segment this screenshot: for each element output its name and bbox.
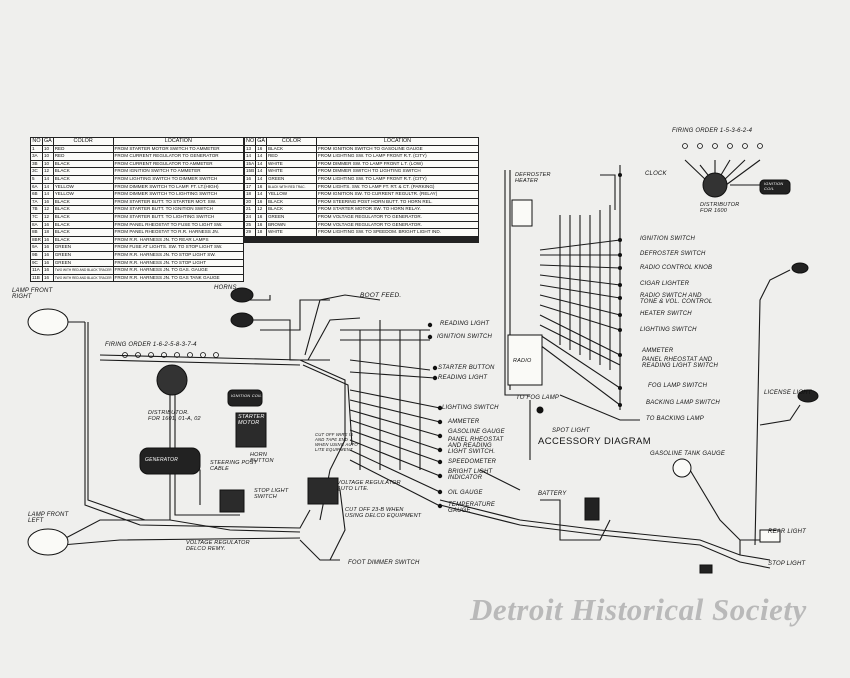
clock-label: CLOCK — [645, 171, 667, 177]
lighting-switch-label: LIGHTING SWITCH — [442, 405, 499, 411]
voltage-regulator-delco-label: VOLTAGE REGULATOR DELCO REMY. — [186, 540, 250, 552]
panel-rheostat-label: PANEL RHEOSTAT AND READING LIGHT SWITCH. — [448, 437, 504, 455]
heater-switch-label: HEATER SWITCH — [640, 311, 692, 317]
temperature-gauge-label: TEMPERATURE GAUGE — [448, 502, 496, 514]
voltage-regulator-icon — [307, 477, 339, 505]
oil-gauge-label: OIL GAUGE — [448, 490, 483, 496]
starter-motor-label: STARTER MOTOR — [238, 414, 265, 426]
accessory-diagram-title: ACCESSORY DIAGRAM — [538, 436, 652, 447]
firing-order-1600-label: FIRING ORDER 1-5-3-6-2-4 — [672, 128, 753, 134]
left-harness-wire — [84, 322, 311, 529]
table-cell — [315, 240, 480, 243]
ignition-coil-1600-icon — [759, 179, 791, 195]
starter-motor-icon — [235, 412, 267, 448]
lamp-front-left-icon — [27, 528, 69, 556]
radio-icon — [507, 334, 543, 386]
reading-light-label: READING LIGHT — [440, 321, 490, 327]
license-light-top-icon — [791, 262, 809, 274]
radio-control-knob-label: RADIO CONTROL KNOB — [640, 265, 713, 271]
cut-off-wire-note: CUT OFF WIRE IS AND TAPE END WHEN USING … — [315, 432, 358, 452]
watermark: Detroit Historical Society — [470, 592, 807, 627]
lamp-front-right-icon — [27, 308, 69, 336]
table-cell — [243, 240, 257, 243]
gasoline-tank-gauge-label: GASOLINE TANK GAUGE — [650, 451, 726, 457]
defroster-heater-label: DEFROSTER HEATER — [515, 172, 551, 184]
fog-lamp-switch-label: FOG LAMP SWITCH — [648, 383, 708, 389]
rear-light-label: REAR LIGHT — [768, 529, 807, 535]
reading-light-2-label: READING LIGHT — [438, 375, 488, 381]
foot-dimmer-switch-label: FOOT DIMMER SWITCH — [348, 560, 420, 566]
horn-button-label: HORN BUTTON — [250, 452, 274, 464]
gasoline-tank-gauge-icon — [672, 458, 692, 478]
cigar-lighter-label: CIGAR LIGHTER — [640, 281, 690, 287]
lamp-front-right-label: LAMP FRONT RIGHT — [12, 288, 53, 300]
lamp-front-left-label: LAMP FRONT LEFT — [28, 512, 69, 524]
generator-label: GENERATOR — [145, 457, 179, 463]
rear-harness-wire — [439, 499, 771, 561]
radio-switch-label: RADIO SWITCH AND TONE & VOL. CONTROL — [640, 293, 713, 305]
voltage-regulator-auto-label: VOLTAGE REGULATOR AUTO LITE. — [337, 480, 401, 492]
stop-light-switch-label: STOP LIGHT SWITCH — [254, 488, 289, 500]
stop-light-switch-icon — [219, 489, 245, 513]
battery-label: BATTERY — [538, 491, 567, 497]
panel-rheostat-reading-label: PANEL RHEOSTAT AND READING LIGHT SWITCH — [642, 357, 719, 369]
distributor-icon — [156, 364, 188, 396]
horn-icon — [230, 287, 254, 303]
rear-light-icon — [759, 529, 781, 543]
gasoline-gauge-label: GASOLINE GAUGE — [448, 429, 505, 435]
spot-light-icon — [536, 406, 544, 414]
table-row — [243, 240, 480, 243]
horns-label: HORNS — [214, 285, 237, 291]
ignition-coil-label: IGNITION COIL — [231, 393, 262, 398]
backing-lamp-switch-label: BACKING LAMP SWITCH — [646, 400, 720, 406]
ignition-coil-1600-label: IGNITION COIL — [764, 181, 784, 191]
ammeter-label: AMMETER — [448, 419, 480, 425]
acc-ammeter-label: AMMETER — [642, 348, 674, 354]
table-cell: FROM R.R. HARNESS JN. TO GAS TANK GAUGE — [112, 273, 245, 283]
lower-left-wire — [61, 519, 301, 541]
distributor-main-label: DISTRIBUTOR. FOR 1601, 01-A, 02 — [148, 410, 201, 422]
ignition-coil-icon — [227, 389, 263, 407]
stop-light-icon — [699, 564, 713, 574]
radio-label: RADIO — [513, 358, 532, 364]
acc-ignition-switch-label: IGNITION SWITCH — [640, 236, 695, 242]
generator-icon — [139, 447, 201, 475]
table-cell: 11B — [30, 273, 43, 283]
cut-off-23b-note: CUT OFF 23-B WHEN USING DELCO EQUIPMENT — [345, 507, 422, 519]
to-fog-lamp-label: TO FOG LAMP — [516, 395, 560, 401]
defroster-switch-label: DEFROSTER SWITCH — [640, 251, 706, 257]
spot-light-label: SPOT LIGHT — [552, 428, 590, 434]
defroster-heater-icon — [511, 199, 533, 227]
battery-icon — [584, 497, 600, 521]
horn-icon — [230, 312, 254, 328]
distributor-1600-icon — [702, 172, 728, 198]
acc-lighting-switch-label: LIGHTING SWITCH — [640, 327, 697, 333]
bright-light-indicator-label: BRIGHT LIGHT INDICATOR — [448, 469, 493, 481]
speedometer-label: SPEEDOMETER — [448, 459, 497, 465]
starter-button-label: STARTER BUTTON — [438, 365, 495, 371]
firing-order-main-label: FIRING ORDER 1-6-2-5-8-3-7-4 — [105, 342, 197, 348]
ignition-switch-label: IGNITION SWITCH — [437, 334, 492, 340]
stop-light-label: STOP LIGHT — [768, 561, 806, 567]
license-light-icon — [797, 389, 819, 403]
distributor-1600-label: DISTRIBUTOR FOR 1600 — [700, 202, 740, 214]
boot-feed-label: BOOT FEED. — [360, 292, 402, 299]
steering-post-cable-label: STEERING POST CABLE — [210, 460, 258, 472]
license-light-label: LICENSE LIGHT — [764, 390, 812, 396]
to-backing-lamp-label: TO BACKING LAMP — [646, 416, 704, 422]
